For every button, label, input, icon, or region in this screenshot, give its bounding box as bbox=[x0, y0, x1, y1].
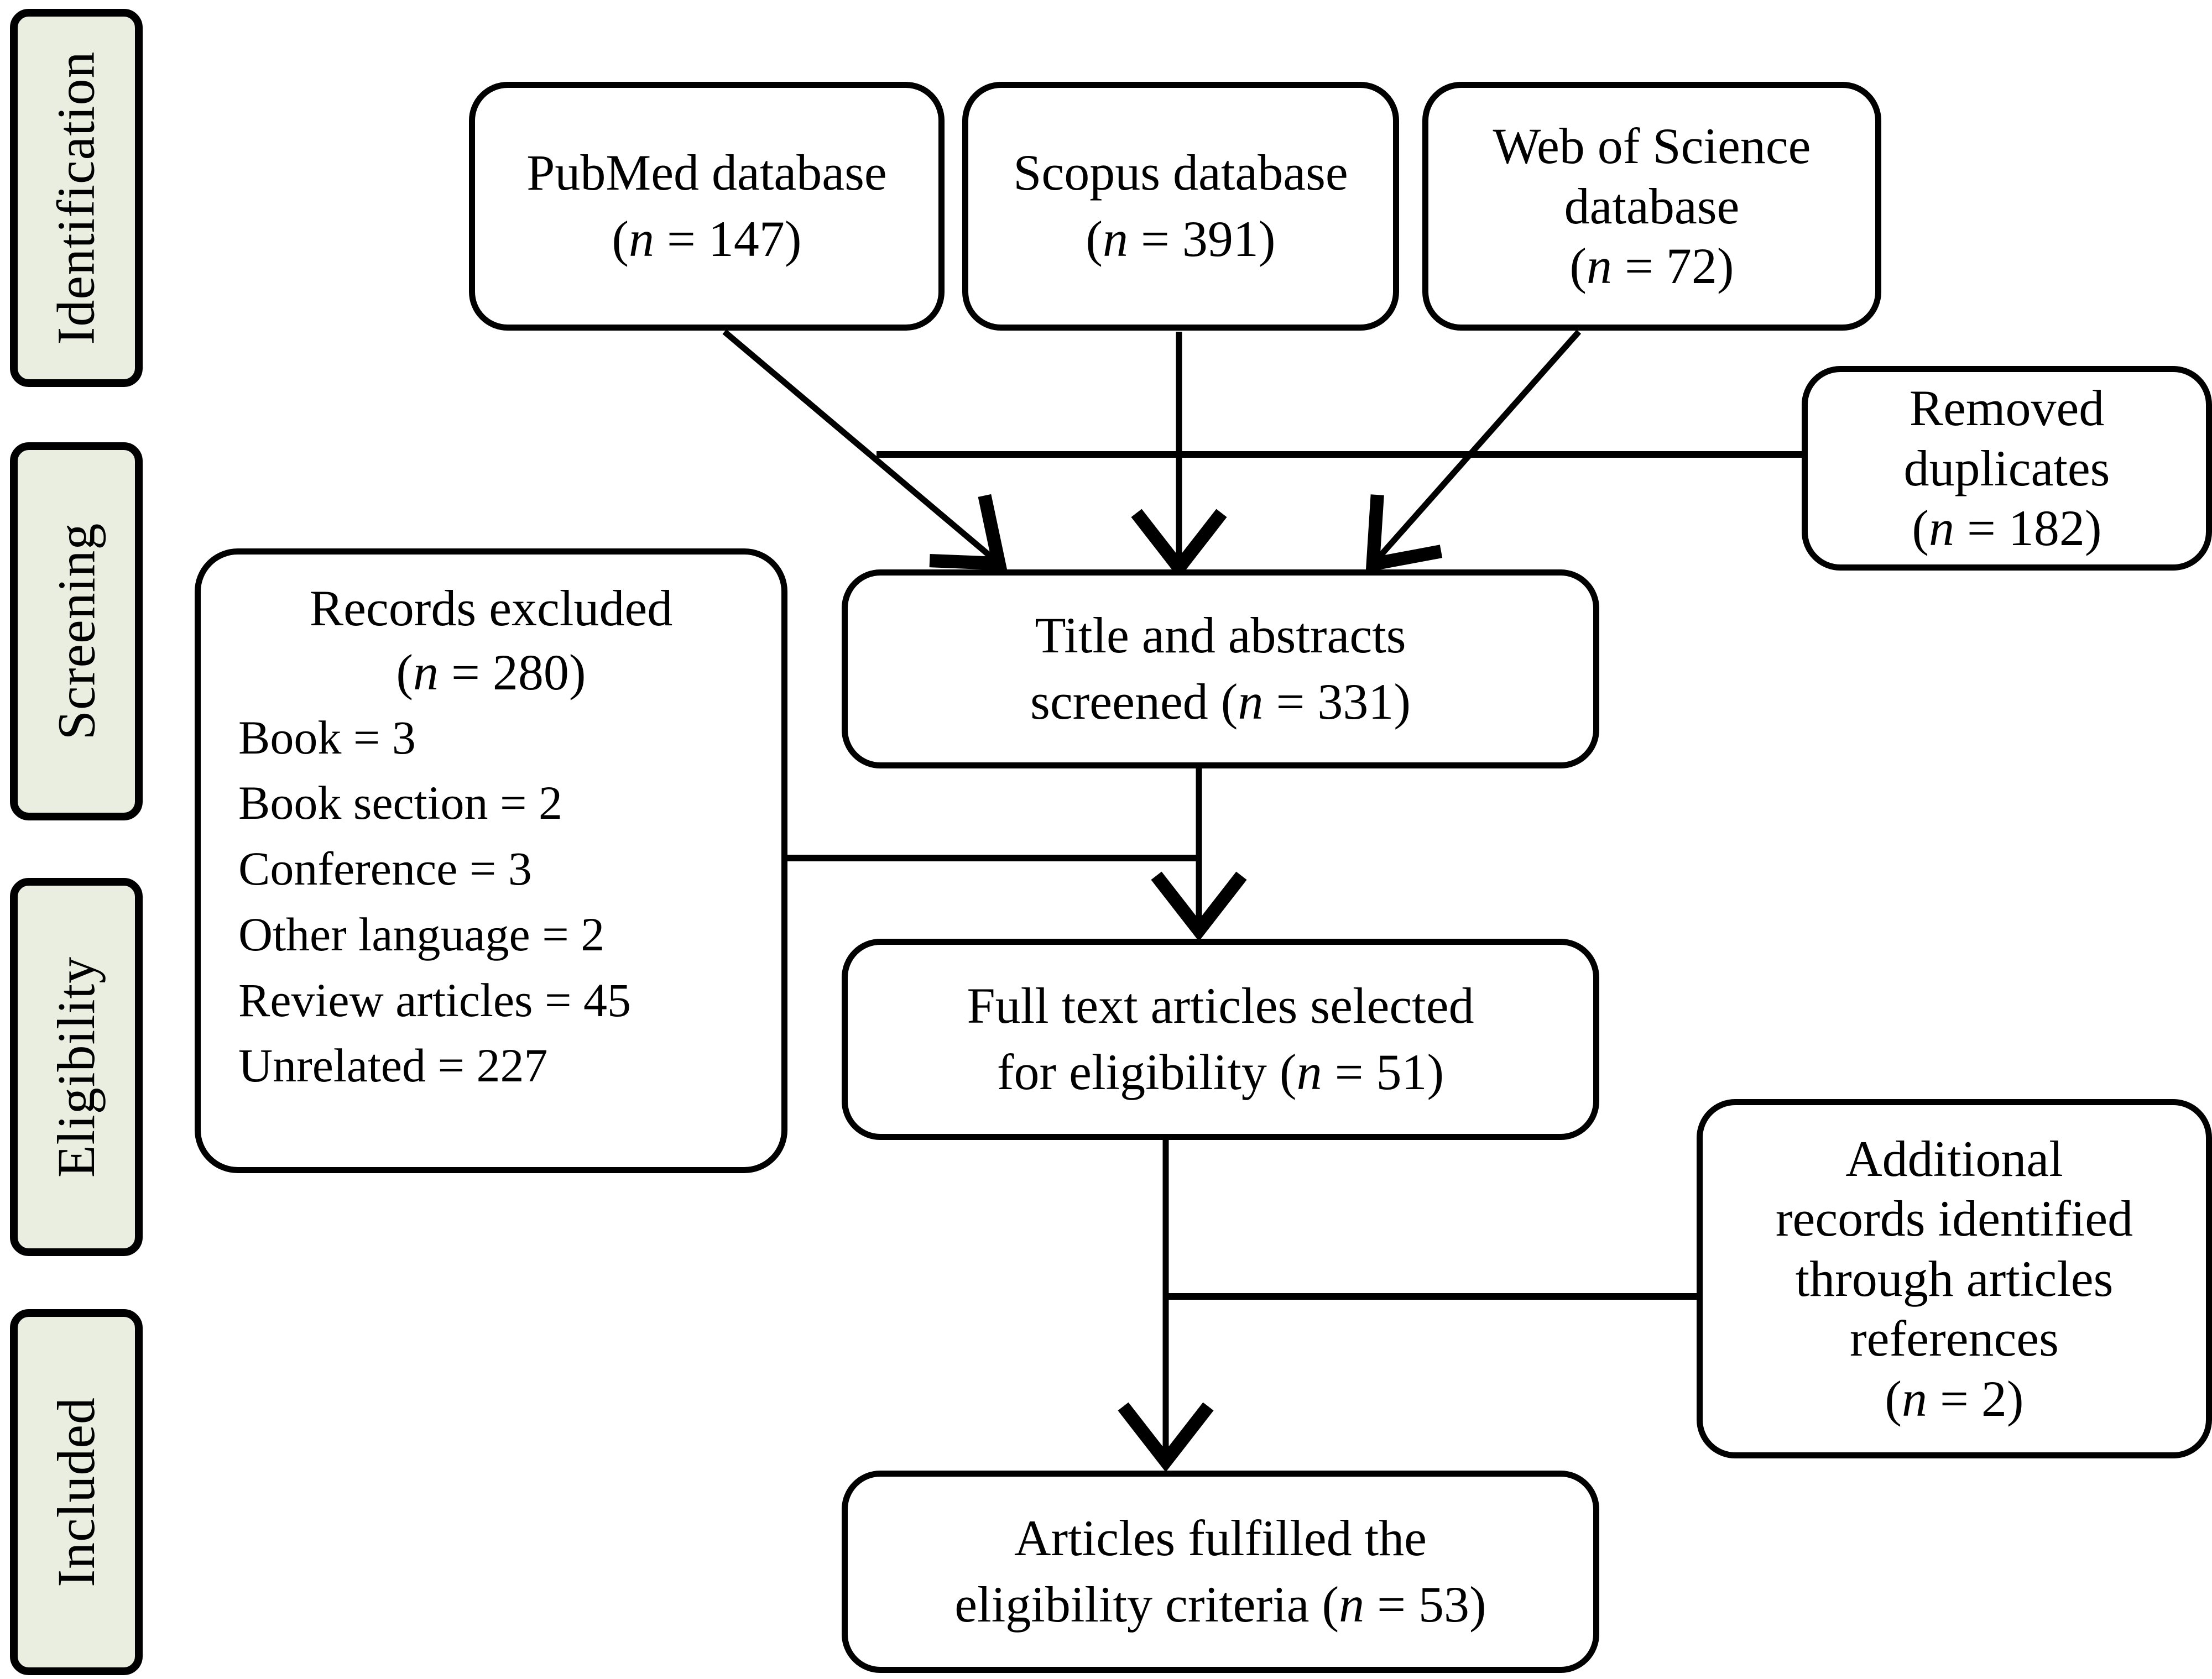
edge-pubmed-to-screened bbox=[722, 329, 1008, 571]
included-line2: eligibility criteria (n = 53) bbox=[954, 1576, 1486, 1633]
screened-line2: screened (n = 331) bbox=[1030, 673, 1411, 730]
pubmed-count: (n = 147) bbox=[612, 211, 802, 267]
list-item: Review articles = 45 bbox=[238, 973, 632, 1027]
node-articles-fulfilled: Articles fulfilled the eligibility crite… bbox=[842, 1471, 1599, 1673]
stage-chip-identification: Identification bbox=[10, 9, 143, 387]
node-web-of-science-database: Web of Science database (n = 72) bbox=[1422, 82, 1881, 331]
list-item: Conference = 3 bbox=[238, 842, 532, 896]
fulltext-line1: Full text articles selected bbox=[967, 977, 1474, 1034]
stage-label-eligibility: Eligibility bbox=[46, 956, 106, 1178]
additional-count: (n = 2) bbox=[1885, 1370, 2024, 1427]
wos-title-line1: Web of Science bbox=[1493, 118, 1811, 175]
duplicates-count: (n = 182) bbox=[1912, 500, 2102, 557]
included-line1: Articles fulfilled the bbox=[1014, 1510, 1427, 1567]
stage-label-identification: Identification bbox=[46, 51, 106, 345]
list-item: Book = 3 bbox=[238, 710, 416, 764]
node-additional-records: Additional records identified through ar… bbox=[1697, 1099, 2212, 1458]
scopus-count: (n = 391) bbox=[1086, 211, 1276, 267]
wos-title-line2: database bbox=[1564, 177, 1740, 234]
list-item: Book section = 2 bbox=[238, 776, 562, 830]
additional-line1: Additional bbox=[1845, 1130, 2063, 1187]
stage-label-screening: Screening bbox=[46, 522, 106, 740]
edge-wos-to-screened bbox=[1365, 329, 1582, 572]
additional-line2: records identified bbox=[1775, 1190, 2133, 1247]
wos-count: (n = 72) bbox=[1569, 238, 1734, 295]
list-item: Other language = 2 bbox=[238, 907, 605, 961]
stage-chip-screening: Screening bbox=[10, 442, 143, 820]
duplicates-line2: duplicates bbox=[1903, 440, 2110, 496]
stage-label-included: Included bbox=[46, 1397, 106, 1587]
excluded-reason-list: Book = 3 Book section = 2 Conference = 3… bbox=[215, 705, 767, 1099]
excluded-heading-line1: Records excluded bbox=[309, 580, 673, 636]
stage-chip-eligibility: Eligibility bbox=[10, 878, 143, 1256]
excluded-heading: Records excluded (n = 280) bbox=[215, 577, 767, 705]
screened-line1: Title and abstracts bbox=[1035, 607, 1406, 664]
node-pubmed-database: PubMed database (n = 147) bbox=[469, 82, 945, 331]
additional-line3: through articles bbox=[1795, 1250, 2114, 1307]
pubmed-title: PubMed database bbox=[526, 144, 887, 201]
node-title-abstracts-screened: Title and abstracts screened (n = 331) bbox=[842, 569, 1599, 768]
additional-line4: references bbox=[1850, 1310, 2059, 1367]
scopus-title: Scopus database bbox=[1013, 144, 1348, 201]
fulltext-line2: for eligibility (n = 51) bbox=[997, 1044, 1444, 1100]
node-full-text-articles: Full text articles selected for eligibil… bbox=[842, 939, 1599, 1140]
duplicates-line1: Removed bbox=[1909, 380, 2105, 437]
node-scopus-database: Scopus database (n = 391) bbox=[962, 82, 1399, 331]
node-records-excluded: Records excluded (n = 280) Book = 3 Book… bbox=[195, 548, 787, 1173]
stage-chip-included: Included bbox=[10, 1309, 143, 1675]
list-item: Unrelated = 227 bbox=[238, 1039, 548, 1092]
node-removed-duplicates: Removed duplicates (n = 182) bbox=[1802, 366, 2212, 571]
excluded-heading-count: (n = 280) bbox=[396, 644, 586, 700]
